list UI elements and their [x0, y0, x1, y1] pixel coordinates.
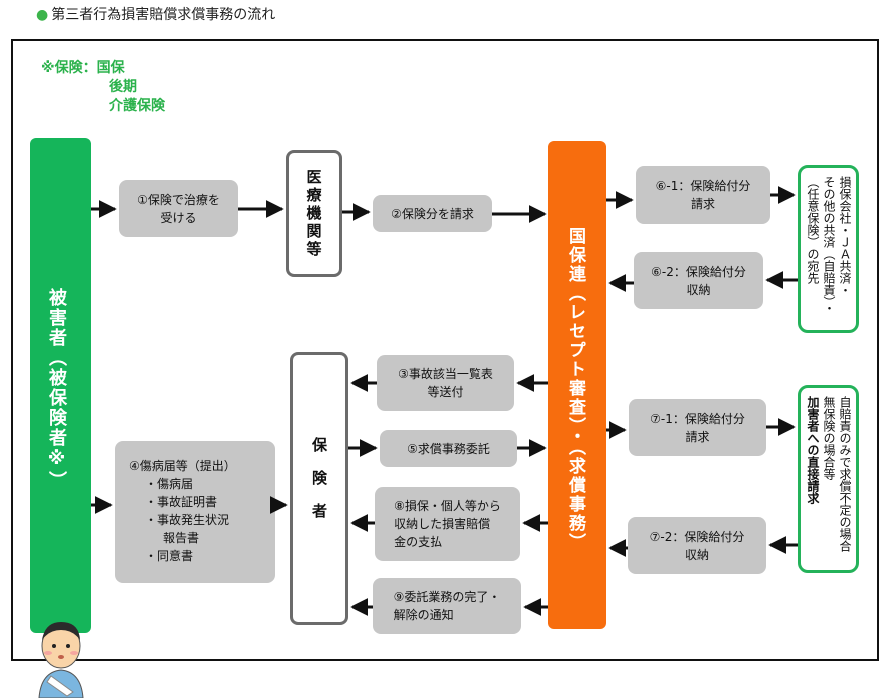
step-6-2-box: ⑥-2：保険給付分 収納: [634, 252, 763, 309]
direct-line-2: 無保険の場合等: [822, 396, 836, 480]
step-7-1-box: ⑦-1：保険給付分 請求: [629, 399, 766, 456]
insurer-box: 保険者: [290, 352, 348, 625]
step-4-title: ④傷病届等（提出）: [129, 459, 236, 473]
bullet-icon: ●: [36, 7, 49, 23]
step-3-box: ③事故該当一覧表 等送付: [377, 355, 514, 411]
flow-arrows: [91, 186, 798, 616]
note-line-1: 国保: [96, 60, 125, 76]
note-prefix: ※保険：: [41, 60, 97, 76]
note-line-2: 後期: [109, 79, 137, 95]
step-8-label: ⑧損保・個人等から 収納した損害賠償 金の支払: [394, 499, 501, 549]
step-2-box: ②保険分を請求: [373, 195, 492, 232]
step-1-label: ①保険で治療を 受ける: [137, 192, 220, 225]
medical-label: 医療機関等: [304, 168, 323, 259]
direct-claim-box: 自賠責のみで求償不定の場合 無保険の場合等 加害者への直接請求: [798, 385, 859, 573]
step-4-item: ・事故発生状況: [145, 513, 230, 527]
step-4-item: ・傷病届: [145, 477, 194, 491]
page-title: ●第三者行為損害賠償求償事務の流れ: [36, 7, 276, 23]
step-6-1-box: ⑥-1：保険給付分 請求: [636, 166, 770, 224]
step-4-item: ・同意書: [145, 549, 194, 563]
kokuho-box: 国保連（レセプト審査）・（求償事務）: [548, 141, 606, 629]
insurance-note: ※保険：国保 後期 介護保険: [41, 59, 201, 116]
victim-label: 被害者（被保険者※）: [46, 288, 67, 491]
payer-line-2: その他の共済（自賠責）・: [822, 176, 836, 314]
step-5-label: ⑤求償事務委託: [407, 441, 490, 456]
step-6-1-label: ⑥-1：保険給付分 請求: [655, 179, 751, 211]
payer-line-1: 損保会社・ＪＡ共済・: [838, 176, 852, 296]
step-9-box: ⑨委託業務の完了・ 解除の通知: [373, 578, 521, 634]
step-9-label: ⑨委託業務の完了・ 解除の通知: [393, 590, 501, 622]
step-2-label: ②保険分を請求: [391, 206, 474, 221]
direct-line-1: 自賠責のみで求償不定の場合: [838, 396, 852, 552]
insurer-label: 保険者: [310, 437, 328, 536]
direct-claim-bold: 加害者への直接請求: [806, 396, 820, 504]
step-7-2-box: ⑦-2：保険給付分 収納: [628, 517, 766, 574]
kokuho-label: 国保連（レセプト審査）・（求償事務）: [565, 227, 585, 552]
insurance-payer-box: 損保会社・ＪＡ共済・ その他の共済（自賠責）・ （任意保険）の宛先: [798, 165, 859, 333]
step-1-box: ①保険で治療を 受ける: [119, 180, 238, 237]
step-8-box: ⑧損保・個人等から 収納した損害賠償 金の支払: [375, 487, 520, 561]
step-4-box: ④傷病届等（提出） ・傷病届 ・事故証明書 ・事故発生状況 報告書 ・同意書: [115, 441, 275, 583]
victim-box: 被害者（被保険者※）: [30, 138, 91, 698]
step-5-box: ⑤求償事務委託: [380, 430, 517, 467]
step-6-2-label: ⑥-2：保険給付分 収納: [651, 264, 746, 297]
medical-institution-box: 医療機関等: [286, 150, 342, 277]
step-7-1-label: ⑦-1：保険給付分 請求: [650, 411, 745, 444]
step-4-item: ・事故証明書: [145, 495, 218, 509]
step-7-2-label: ⑦-2：保険給付分 収納: [649, 529, 745, 562]
step-3-label: ③事故該当一覧表 等送付: [398, 367, 493, 399]
diagram-frame: [11, 39, 879, 661]
step-4-item: 報告書: [163, 531, 200, 545]
note-line-3: 介護保険: [109, 98, 165, 114]
payer-line-3: （任意保険）の宛先: [806, 176, 820, 284]
